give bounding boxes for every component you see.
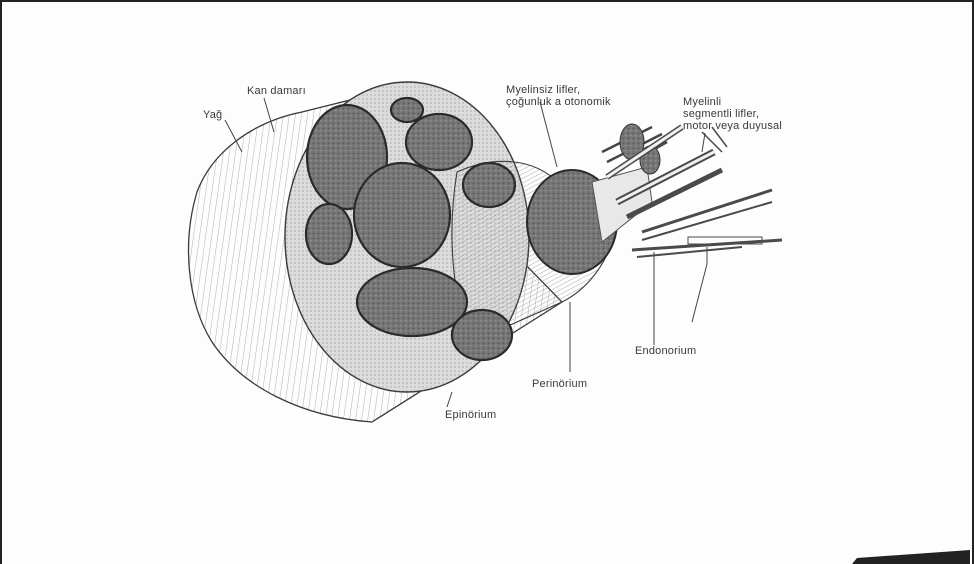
label-perinorium: Perinörium bbox=[532, 378, 587, 390]
label-myelinsiz-lifler: Myelinsiz lifler, çoğunluk a otonomik bbox=[506, 84, 611, 108]
label-endonorium: Endonorium bbox=[635, 345, 696, 357]
label-myelinli-line1: Myelinli bbox=[683, 96, 782, 108]
label-epinorium: Epinörium bbox=[445, 409, 496, 421]
exposed-fascicle bbox=[527, 124, 667, 274]
label-myelinli-line2: segmentli lifler, bbox=[683, 108, 782, 120]
label-myelinli-lifler: Myelinli segmentli lifler, motor veya du… bbox=[683, 96, 782, 132]
scan-artifact bbox=[852, 550, 970, 564]
label-yag: Yağ bbox=[203, 109, 222, 121]
label-myelinsiz-line2: çoğunluk a otonomik bbox=[506, 96, 611, 108]
label-kan-damari: Kan damarı bbox=[247, 85, 306, 97]
label-myelinsiz-line1: Myelinsiz lifler, bbox=[506, 84, 611, 96]
label-myelinli-line3: motor veya duyusal bbox=[683, 120, 782, 132]
